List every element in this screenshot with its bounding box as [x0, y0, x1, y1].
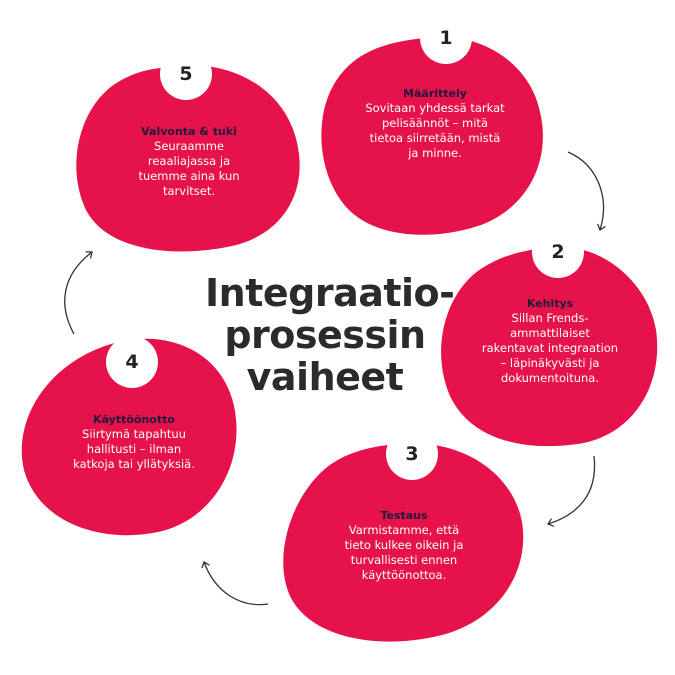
step-1-number-badge: 1: [420, 12, 472, 64]
step-4-title: Käyttöönotto: [93, 413, 175, 426]
step-3-text: Testaus Varmistamme, että tieto kulkee o…: [306, 508, 502, 583]
arrow-2-to-3: [547, 455, 596, 527]
step-2-desc-line: Sillan Frends-: [511, 311, 589, 325]
step-2-desc-line: – läpinäkyvästi ja: [500, 356, 600, 370]
arrow-4-to-5: [64, 251, 93, 335]
step-3-desc-line: Varmistamme, että: [348, 523, 460, 537]
step-2-desc-line: rakentavat integraation: [481, 341, 619, 355]
step-5-blob: [76, 64, 300, 252]
step-3-desc-line: käyttöönottoa.: [361, 568, 447, 582]
step-1-blob: [321, 36, 543, 235]
step-2-desc-line: ammattilaiset: [510, 326, 590, 340]
step-1-text: Määrittely Sovitaan yhdessä tarkat pelis…: [340, 86, 530, 161]
title-line: vaiheet: [246, 355, 404, 399]
step-5-desc-line: tarvitset.: [162, 184, 216, 198]
title-line: prosessin: [224, 313, 426, 357]
step-3-title: Testaus: [380, 509, 428, 522]
step-1-title: Määrittely: [403, 87, 467, 100]
step-3-desc-line: turvallisesti ennen: [350, 553, 458, 567]
step-1-desc-line: tietoa siirretään, mistä: [369, 131, 501, 145]
step-4-desc-line: hallitusti – ilman: [86, 442, 182, 456]
step-4-number-badge: 4: [106, 336, 158, 388]
step-3-number-badge: 3: [386, 428, 438, 480]
step-3-blob: [283, 443, 524, 642]
step-2-title: Kehitys: [526, 297, 574, 310]
step-4-desc-line: katkoja tai yllätyksiä.: [73, 457, 195, 471]
step-5-number-badge: 5: [160, 48, 212, 100]
step-3-desc-line: tieto kulkee oikein ja: [344, 538, 464, 552]
arrow-3-to-4: [201, 561, 269, 606]
diagram-title: Integraatio- prosessin vaiheet: [205, 271, 455, 399]
step-5-title: Valvonta & tuki: [141, 125, 237, 138]
title-line: Integraatio-: [205, 271, 455, 315]
arrow-1-to-2: [567, 151, 606, 231]
step-5-desc-line: tuemme aina kun: [138, 169, 240, 183]
step-2-desc-line: dokumentoituna.: [500, 371, 600, 385]
step-5-text: Valvonta & tuki Seuraamme reaaliajassa j…: [94, 124, 284, 199]
step-4-desc-line: Siirtymä tapahtuu: [82, 427, 186, 441]
step-1-desc-line: pelisäännöt – mitä: [382, 116, 488, 130]
step-2-blob: [441, 247, 658, 447]
step-5-desc-line: Seuraamme: [154, 139, 224, 153]
step-1-desc-line: ja minne.: [408, 146, 462, 160]
step-2-text: Kehitys Sillan Frends- ammattilaiset rak…: [452, 296, 648, 386]
step-1-desc-line: Sovitaan yhdessä tarkat: [365, 101, 505, 115]
step-2-number-badge: 2: [532, 226, 584, 278]
step-4-blob: [21, 338, 237, 536]
step-4-text: Käyttöönotto Siirtymä tapahtuu hallitust…: [34, 412, 234, 472]
step-5-desc-line: reaaliajassa ja: [147, 154, 231, 168]
